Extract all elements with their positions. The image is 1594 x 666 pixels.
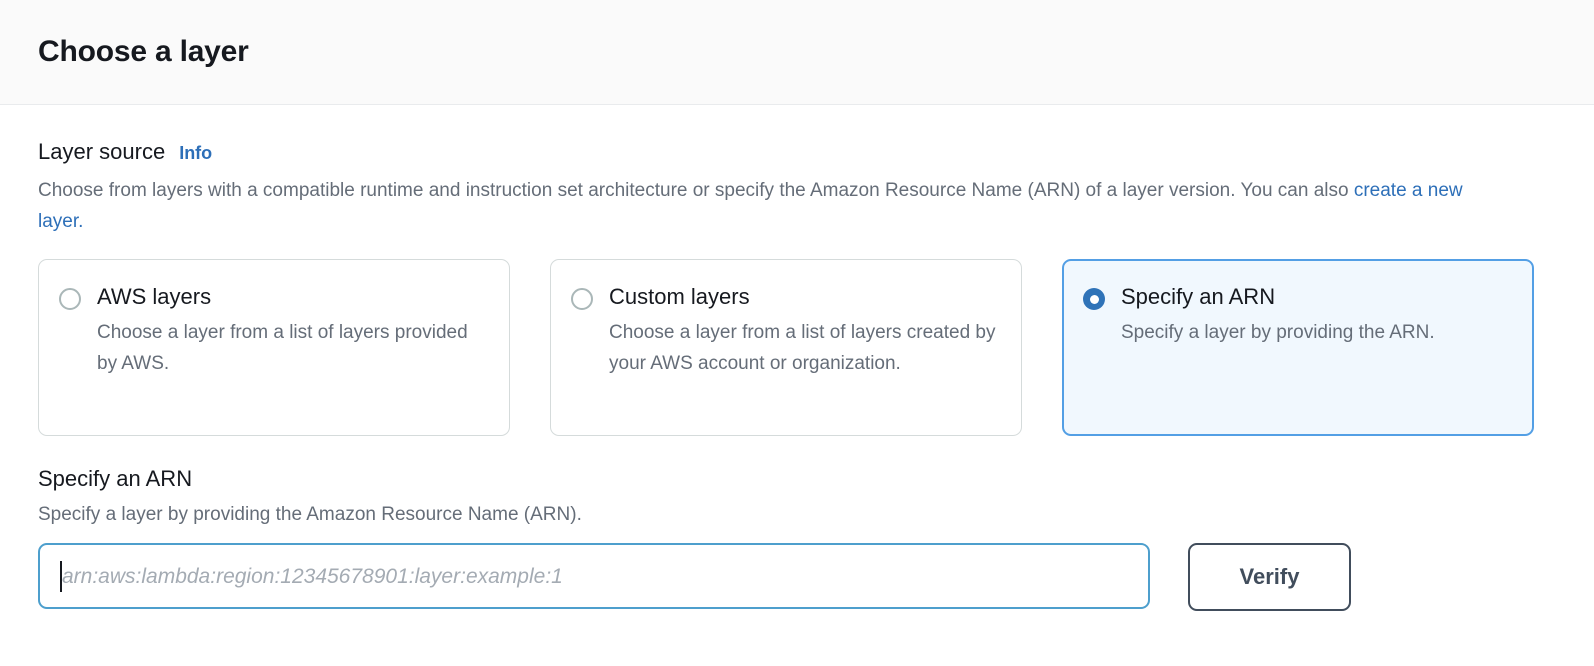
panel-body: Layer source Info Choose from layers wit… bbox=[0, 105, 1594, 611]
text-caret bbox=[60, 560, 62, 592]
page-title: Choose a layer bbox=[38, 35, 249, 68]
arn-input-placeholder: arn:aws:lambda:region:12345678901:layer:… bbox=[62, 564, 563, 588]
layer-source-option-aws-layers[interactable]: AWS layers Choose a layer from a list of… bbox=[38, 259, 510, 436]
create-new-layer-link[interactable]: create a new layer. bbox=[38, 180, 1463, 232]
specify-arn-description: Specify a layer by providing the Amazon … bbox=[38, 504, 582, 525]
option-description-specify-arn: Specify a layer by providing the ARN. bbox=[1121, 322, 1435, 343]
option-label-custom-layers: Custom layers bbox=[609, 284, 750, 309]
radio-icon-specify-arn[interactable] bbox=[1083, 288, 1105, 310]
layer-source-description: Choose from layers with a compatible run… bbox=[38, 175, 1488, 237]
option-label-aws-layers: AWS layers bbox=[97, 284, 212, 309]
layer-source-label: Layer source bbox=[38, 139, 166, 164]
layer-source-description-text: Choose from layers with a compatible run… bbox=[38, 180, 1354, 201]
layer-source-option-specify-arn[interactable]: Specify an ARN Specify a layer by provid… bbox=[1062, 259, 1534, 436]
specify-arn-section: Specify an ARN Specify a layer by provid… bbox=[38, 466, 1556, 611]
option-description-aws-layers: Choose a layer from a list of layers pro… bbox=[97, 322, 468, 374]
layer-source-label-row: Layer source Info bbox=[38, 139, 1556, 165]
option-text-specify-arn: Specify an ARN Specify a layer by provid… bbox=[1121, 282, 1435, 434]
specify-arn-label: Specify an ARN bbox=[38, 466, 193, 491]
option-text-aws-layers: AWS layers Choose a layer from a list of… bbox=[97, 282, 489, 435]
radio-icon-aws-layers[interactable] bbox=[59, 288, 81, 310]
option-text-custom-layers: Custom layers Choose a layer from a list… bbox=[609, 282, 1001, 435]
option-label-specify-arn: Specify an ARN bbox=[1121, 284, 1276, 309]
verify-button[interactable]: Verify bbox=[1188, 543, 1351, 611]
layer-source-options: AWS layers Choose a layer from a list of… bbox=[38, 259, 1556, 436]
info-link[interactable]: Info bbox=[179, 143, 213, 163]
arn-input-row: arn:aws:lambda:region:12345678901:layer:… bbox=[38, 543, 1556, 611]
option-description-custom-layers: Choose a layer from a list of layers cre… bbox=[609, 322, 996, 374]
layer-source-option-custom-layers[interactable]: Custom layers Choose a layer from a list… bbox=[550, 259, 1022, 436]
radio-icon-custom-layers[interactable] bbox=[571, 288, 593, 310]
arn-input[interactable]: arn:aws:lambda:region:12345678901:layer:… bbox=[38, 543, 1150, 609]
panel-header: Choose a layer bbox=[0, 0, 1594, 105]
